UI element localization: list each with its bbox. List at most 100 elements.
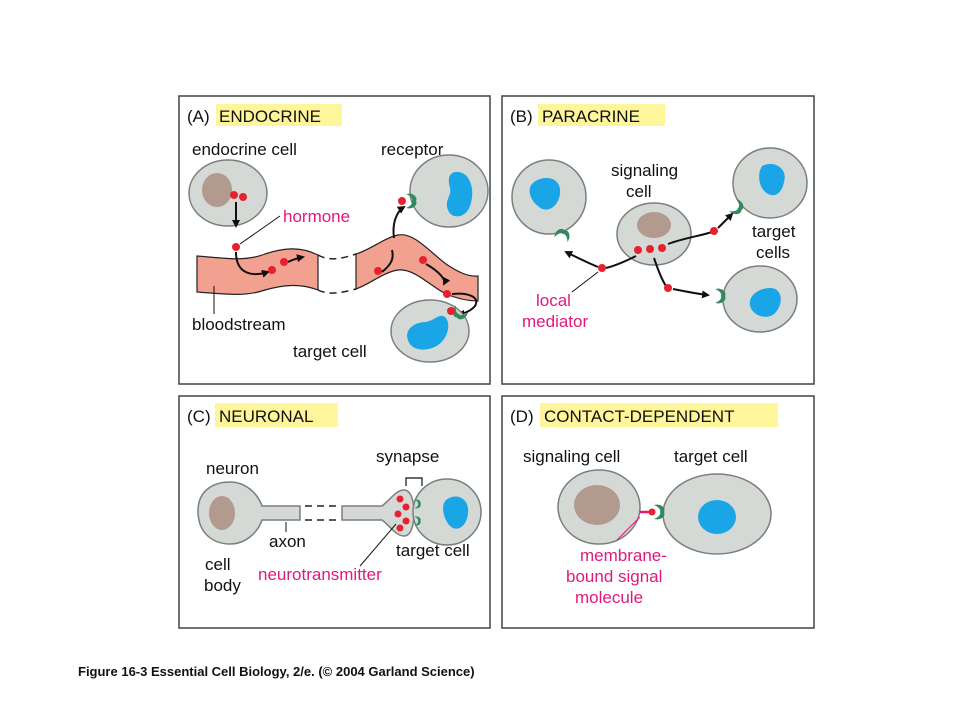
label-body: body [204,576,241,595]
membrane-bound-signal-dot [648,508,656,516]
neuron [197,481,415,545]
nucleus [574,485,620,525]
receptor-icon [715,288,726,304]
target-cell [398,154,489,228]
label-synapse: synapse [376,447,439,466]
target-cell [511,159,587,243]
label-membrane: membrane- [580,546,667,565]
hormone-dot [230,191,238,199]
target-nucleus [749,288,781,317]
signal-dot [710,227,718,235]
neurotransmitter-pointer-line [359,523,397,567]
label-endocrine-cell: endocrine cell [192,140,297,159]
synapse-bracket [405,477,423,486]
hormone-path-arrow [235,251,270,278]
panel-letter: (C) [187,407,211,426]
signal-pointer-line [616,516,641,541]
endocrine-cell [188,159,268,227]
panel-frame [501,95,815,385]
target-nucleus [759,163,785,196]
figure-caption: Figure 16-3 Essential Cell Biology, 2/e.… [78,664,475,679]
neurotransmitter-dot [396,524,404,532]
target-cell [654,473,772,555]
label-neurotransmitter: neurotransmitter [258,565,382,584]
label-bound-signal: bound signal [566,567,662,586]
panel-frame [178,395,491,629]
panel-title: NEURONAL [219,407,313,426]
neurotransmitter-dot [396,495,404,503]
panel-title: CONTACT-DEPENDENT [544,407,734,426]
hormone-dot [419,256,427,264]
signaling-cell [616,202,692,266]
label-hormone: hormone [283,207,350,226]
signal-dot [598,264,606,272]
signal-dot [664,284,672,292]
nucleus [637,212,671,238]
target-cell [715,265,798,333]
label-cell: cell [205,555,231,574]
hormone-pointer-line [239,215,281,245]
label-neuron: neuron [206,459,259,478]
label-bloodstream: bloodstream [192,315,286,334]
target-nucleus [446,171,473,217]
panel-letter: (D) [510,407,534,426]
label-target-cells: cells [756,243,790,262]
target-nucleus [529,178,561,210]
hormone-dot [280,258,288,266]
nucleus [202,173,232,207]
mediator-arrow [605,255,637,269]
mediator-arrow [653,257,667,287]
label-target-cell: target cell [674,447,748,466]
panel-title: ENDOCRINE [219,107,321,126]
panel-frame [501,395,815,629]
target-cell [729,147,808,219]
nucleus [209,496,235,530]
panel-neuronal: (C) NEURONAL synapse neuron axon [178,395,491,629]
target-nucleus [407,315,449,350]
hormone-path-arrow [425,263,451,286]
mediator-arrow [672,288,710,299]
panel-title-highlight [215,403,338,427]
panel-title: PARACRINE [542,107,640,126]
signal-dot [658,244,666,252]
hormone-dot [447,307,455,315]
target-cell [412,478,482,546]
signaling-cell [557,469,656,545]
hormone-dot [268,266,276,274]
neurotransmitter-dot [402,517,410,525]
label-signaling-cell: signaling cell [523,447,620,466]
hormone-dot [443,290,451,298]
hormone-path-arrow [287,254,305,263]
signal-dot [634,246,642,254]
panel-letter: (A) [187,107,210,126]
label-axon: axon [269,532,306,551]
panel-paracrine: (B) PARACRINE [501,95,815,385]
label-target: target [752,222,796,241]
label-signaling-cell: cell [626,182,652,201]
mediator-arrow [667,231,713,245]
label-target-cell: target cell [396,541,470,560]
panel-contact-dependent: (D) CONTACT-DEPENDENT signaling cell tar… [501,395,815,629]
label-molecule: molecule [575,588,643,607]
neurotransmitter-dot [402,503,410,511]
panel-title-highlight [216,104,342,126]
hormone-dot [232,243,240,251]
target-nucleus [698,500,736,534]
mediator-pointer-line [571,271,599,293]
label-receptor: receptor [381,140,444,159]
label-target-cell: target cell [293,342,367,361]
hormone-dot [398,197,406,205]
target-cell [390,299,470,363]
mediator-arrow [717,212,734,229]
label-signaling: signaling [611,161,678,180]
panel-title-highlight [540,403,778,427]
hormone-path-arrow [381,249,394,273]
hormone-path-arrow [392,205,406,239]
panel-letter: (B) [510,107,533,126]
hormone-dot [239,193,247,201]
label-mediator: mediator [522,312,588,331]
receptor-icon [654,504,665,520]
panel-endocrine: (A) ENDOCRINE [178,95,491,385]
label-local: local [536,291,571,310]
